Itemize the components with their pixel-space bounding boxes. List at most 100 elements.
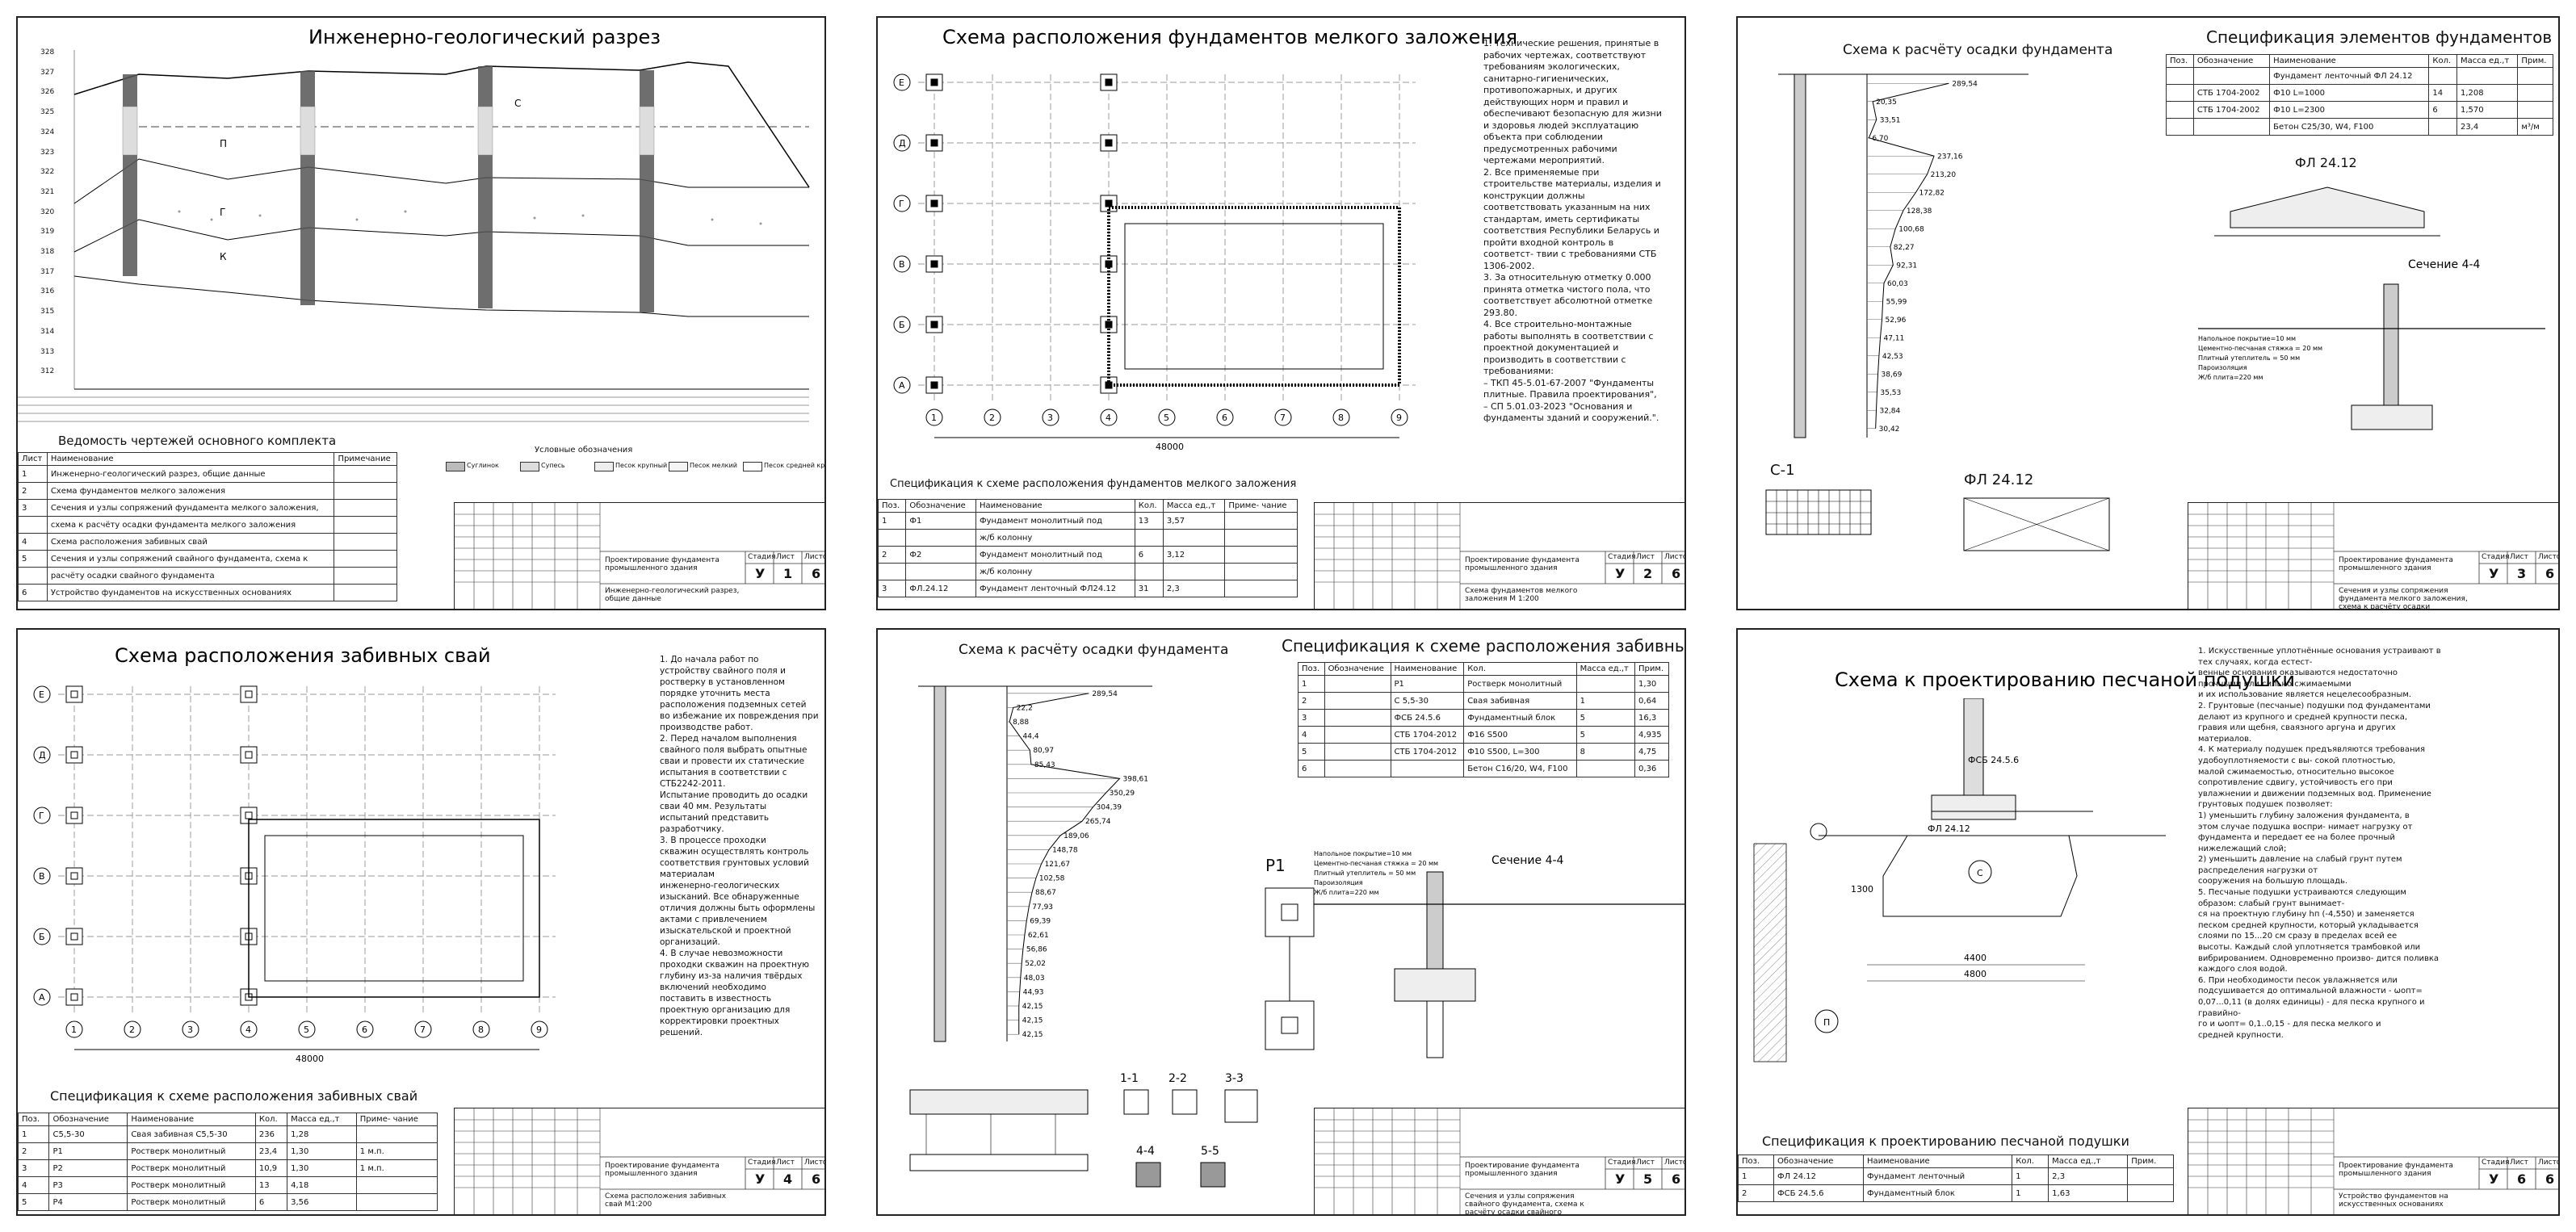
sheet-3-sections: Схема к расчёту осадки фундамента 289,54…	[1736, 16, 2560, 610]
pile-section-drawing: Сечение 4-4 Напольное покрытие=10 ммЦеме…	[1314, 850, 1684, 1058]
settlement-value-label: 128,38	[1907, 207, 1932, 216]
table-cell	[2192, 118, 2271, 136]
axis-letter-label: Д	[39, 750, 46, 761]
settlement-value-label: 237,16	[1937, 153, 1963, 161]
legend-label: Суглинок	[467, 462, 499, 469]
axis-letter-label: Е	[39, 689, 44, 700]
table-header-cell: Кол.	[254, 1113, 288, 1126]
table-cell	[1324, 743, 1391, 761]
table-header-cell: Кол.	[1134, 499, 1164, 513]
axis-number-label: 1	[71, 1025, 77, 1035]
total-dimension: 48000	[296, 1054, 324, 1064]
table-header-cell: Наименование	[46, 452, 335, 466]
axis-letter-label: Г	[39, 811, 44, 821]
legend-swatch	[594, 462, 614, 471]
axis-letter-label: А	[899, 380, 905, 391]
table-cell: Ф1	[905, 512, 976, 530]
title-block: Проектирование фундамента промышленного …	[454, 502, 824, 609]
table-cell: 1	[1575, 692, 1636, 710]
table-cell: Сечения и узлы сопряжений свайного фунда…	[46, 550, 335, 568]
table-cell	[355, 1125, 438, 1143]
settlement-value-label: 189,06	[1064, 832, 1089, 840]
table-header-cell: Наименование	[1862, 1154, 2013, 1168]
table-header-cell: Поз.	[1738, 1154, 1775, 1168]
svg-text:Плитный утеплитель = 50 мм: Плитный утеплитель = 50 мм	[1314, 870, 1416, 877]
table-cell: Ростверк монолитный	[127, 1176, 256, 1194]
table-cell: 4,18	[287, 1176, 357, 1194]
table-row: схема к расчёту осадки фундамента мелког…	[18, 516, 397, 534]
table-cell: 4,935	[1634, 726, 1669, 744]
table-cell	[2166, 101, 2194, 119]
settlement-value-label: 42,53	[1882, 353, 1903, 361]
table-cell: 6	[18, 584, 48, 601]
sheet-6-sand-cushion: Схема к проектированию песчаной подушки …	[1736, 628, 2560, 1216]
table-cell: м³/м	[2517, 118, 2553, 136]
stamp-object-name: Проектирование фундамента промышленного …	[1465, 1162, 1580, 1178]
table-cell: 1 м.п.	[355, 1159, 438, 1177]
stamp-object-name: Проектирование фундамента промышленного …	[2339, 1162, 2453, 1178]
title-block: Проектирование фундамента промышленного …	[1314, 502, 1684, 609]
table-cell: 16,3	[1634, 709, 1669, 727]
table-header-cell: Обозначение	[2192, 54, 2271, 68]
settlement-value-label: 82,27	[1894, 244, 1915, 252]
stamp-value: 5	[1643, 1171, 1653, 1187]
strip-foundation	[1107, 206, 1401, 387]
elevation-tick-label: 319	[40, 228, 55, 237]
table-cell: ж/б колонну	[975, 529, 1135, 547]
table-cell	[1224, 546, 1298, 564]
fl-plan-drawing	[1963, 497, 2110, 551]
axis-letter-label: Б	[899, 320, 905, 330]
stamp-sheet-description: Схема расположения забивных свай М1:200	[605, 1192, 727, 1209]
table-header-cell: Обозначение	[905, 499, 976, 513]
elevation-tick-label: 326	[40, 88, 55, 97]
axis-letter-label: Е	[899, 78, 904, 88]
axis-number-label: 2	[989, 413, 995, 423]
stamp-header: Лист	[776, 553, 795, 561]
settlement-value-label: 33,51	[1880, 116, 1901, 124]
table-cell	[334, 465, 397, 483]
sheet-title: Схема к проектированию песчаной подушки	[1835, 668, 2295, 691]
table-cell: Р1	[1390, 675, 1465, 693]
strip-foundation	[248, 819, 540, 998]
settlement-value-label: 398,61	[1123, 775, 1149, 783]
table-cell: Свая забивная С5,5-30	[127, 1125, 256, 1143]
c1-label: С-1	[1770, 462, 1795, 479]
settlement-value-label: 121,67	[1045, 861, 1071, 869]
table-cell: Фундамент монолитный под	[975, 512, 1135, 530]
svg-text:4-4: 4-4	[1136, 1145, 1155, 1158]
axis-number-label: 3	[1047, 413, 1053, 423]
sheet-title: Схема расположения забивных свай	[115, 644, 491, 667]
table-cell: 1,30	[287, 1142, 357, 1160]
axis-number-label: 4	[245, 1025, 251, 1035]
table-header-cell: Поз.	[2166, 54, 2194, 68]
table-cell: Бетон C25/30, W4, F100	[2269, 118, 2430, 136]
table-cell	[334, 533, 397, 551]
stamp-object-name: Проектирование фундамента промышленного …	[2339, 556, 2453, 572]
elevation-tick-label: 318	[40, 248, 55, 257]
table-header-cell: Прим.	[1634, 662, 1669, 676]
legend-label: Песок мелкий	[690, 462, 737, 469]
dim-4400: 4400	[1964, 953, 1987, 963]
table-cell: схема к расчёту осадки фундамента мелког…	[46, 516, 335, 534]
label-S: С	[1977, 868, 1983, 878]
table-cell: Фундамент ленточный ФЛ24.12	[975, 580, 1135, 597]
table-cell	[1162, 563, 1226, 580]
stamp-value: У	[2489, 1171, 2499, 1187]
table-cell: СТБ 1704-2002	[2192, 84, 2271, 102]
table-header-cell: Прим.	[2517, 54, 2553, 68]
stamp-sheet-description: Устройство фундаментов на искусственных …	[2339, 1192, 2448, 1209]
table-header-cell: Прим.	[2127, 1154, 2174, 1168]
stamp-header: Листов	[1664, 1159, 1684, 1167]
table-cell: 4	[18, 533, 48, 551]
stamp-sheet-description: Схема фундаментов мелкого заложения М 1:…	[1465, 587, 1578, 603]
settlement-value-label: 55,99	[1886, 298, 1907, 306]
table-cell: 3	[18, 499, 48, 517]
svg-text:Пароизоляция: Пароизоляция	[1314, 879, 1363, 886]
svg-text:Цементно-песчаная стяжка = 20: Цементно-песчаная стяжка = 20 мм	[1314, 860, 1438, 867]
